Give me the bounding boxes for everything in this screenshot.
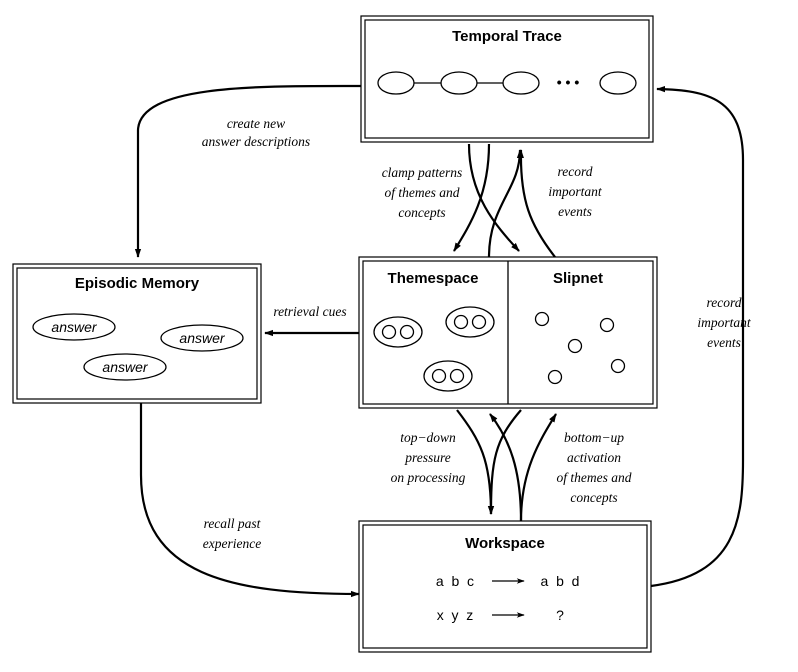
answer-label: answer xyxy=(51,319,97,335)
svg-text:important: important xyxy=(697,315,752,330)
svg-text:events: events xyxy=(558,204,592,219)
svg-text:recall past: recall past xyxy=(204,516,262,531)
top-down-arrow-themespace xyxy=(456,409,495,515)
svg-text:experience: experience xyxy=(203,536,261,551)
label-retrieval-cues: retrieval cues xyxy=(273,304,346,319)
trace-node xyxy=(502,71,540,95)
temporal-trace-title: Temporal Trace xyxy=(452,28,562,45)
svg-text:create new: create new xyxy=(227,116,285,131)
label-bottom-up: bottom−up activation of themes and conce… xyxy=(557,430,632,505)
record-events-arrow-themespace xyxy=(487,149,524,258)
label-top-down: top−down pressure on processing xyxy=(391,430,466,485)
slipnet-node xyxy=(567,338,583,354)
answer-node xyxy=(160,324,244,352)
answer-node xyxy=(83,353,167,381)
themespace-title: Themespace xyxy=(388,270,479,287)
episodic-memory-box: Episodic Memory answer answer answer xyxy=(12,263,262,404)
bottom-up-arrow-slipnet xyxy=(519,413,557,522)
svg-text:concepts: concepts xyxy=(398,205,445,220)
answer-label: answer xyxy=(102,359,148,375)
record-events-right-arrow xyxy=(650,86,745,588)
svg-text:bottom−up: bottom−up xyxy=(564,430,624,445)
label-create-answers: create new answer descriptions xyxy=(202,116,310,149)
slipnet-node xyxy=(534,311,550,327)
svg-text:of themes and: of themes and xyxy=(385,185,460,200)
svg-text:on processing: on processing xyxy=(391,470,466,485)
workspace-source-string: x y z xyxy=(437,607,474,623)
answer-node xyxy=(32,313,116,341)
slipnet-node xyxy=(547,369,563,385)
trace-node xyxy=(599,71,637,95)
svg-text:important: important xyxy=(548,184,603,199)
svg-text:answer descriptions: answer descriptions xyxy=(202,134,310,149)
workspace-title: Workspace xyxy=(465,535,545,552)
svg-text:record: record xyxy=(707,295,742,310)
clamp-patterns-arrow-themespace xyxy=(453,143,491,252)
recall-experience-arrow xyxy=(139,403,360,598)
slipnet-node xyxy=(610,358,626,374)
episodic-memory-title: Episodic Memory xyxy=(75,275,200,292)
trace-ellipsis: • • • xyxy=(557,74,580,90)
label-recall-experience: recall past experience xyxy=(203,516,262,551)
svg-text:pressure: pressure xyxy=(404,450,451,465)
label-clamp-patterns: clamp patterns of themes and concepts xyxy=(382,165,463,220)
answer-label: answer xyxy=(179,330,225,346)
label-record-events-right: record important events xyxy=(697,295,752,350)
record-events-arrow-slipnet xyxy=(517,149,556,258)
svg-text:concepts: concepts xyxy=(570,490,617,505)
workspace-source-string: a b c xyxy=(436,573,474,589)
top-down-arrow-slipnet xyxy=(487,409,522,515)
themespace-slipnet-box: Themespace Slipnet xyxy=(358,256,658,409)
theme-cluster xyxy=(373,316,423,348)
workspace-target-string: a b d xyxy=(541,573,580,589)
label-record-events-center: record important events xyxy=(548,164,603,219)
svg-text:of themes and: of themes and xyxy=(557,470,632,485)
create-answers-arrow xyxy=(134,84,362,258)
workspace-target-string: ? xyxy=(556,607,564,623)
svg-text:events: events xyxy=(707,335,741,350)
workspace-box: Workspace a b c a b d x y z ? xyxy=(358,520,652,653)
svg-text:record: record xyxy=(558,164,593,179)
clamp-patterns-arrow-slipnet xyxy=(467,143,520,252)
svg-text:top−down: top−down xyxy=(400,430,456,445)
theme-cluster xyxy=(423,360,473,392)
temporal-trace-box: Temporal Trace • • • xyxy=(360,15,654,143)
theme-cluster xyxy=(445,306,495,338)
slipnet-node xyxy=(599,317,615,333)
svg-text:activation: activation xyxy=(567,450,621,465)
svg-text:clamp patterns: clamp patterns xyxy=(382,165,463,180)
slipnet-title: Slipnet xyxy=(553,270,603,287)
